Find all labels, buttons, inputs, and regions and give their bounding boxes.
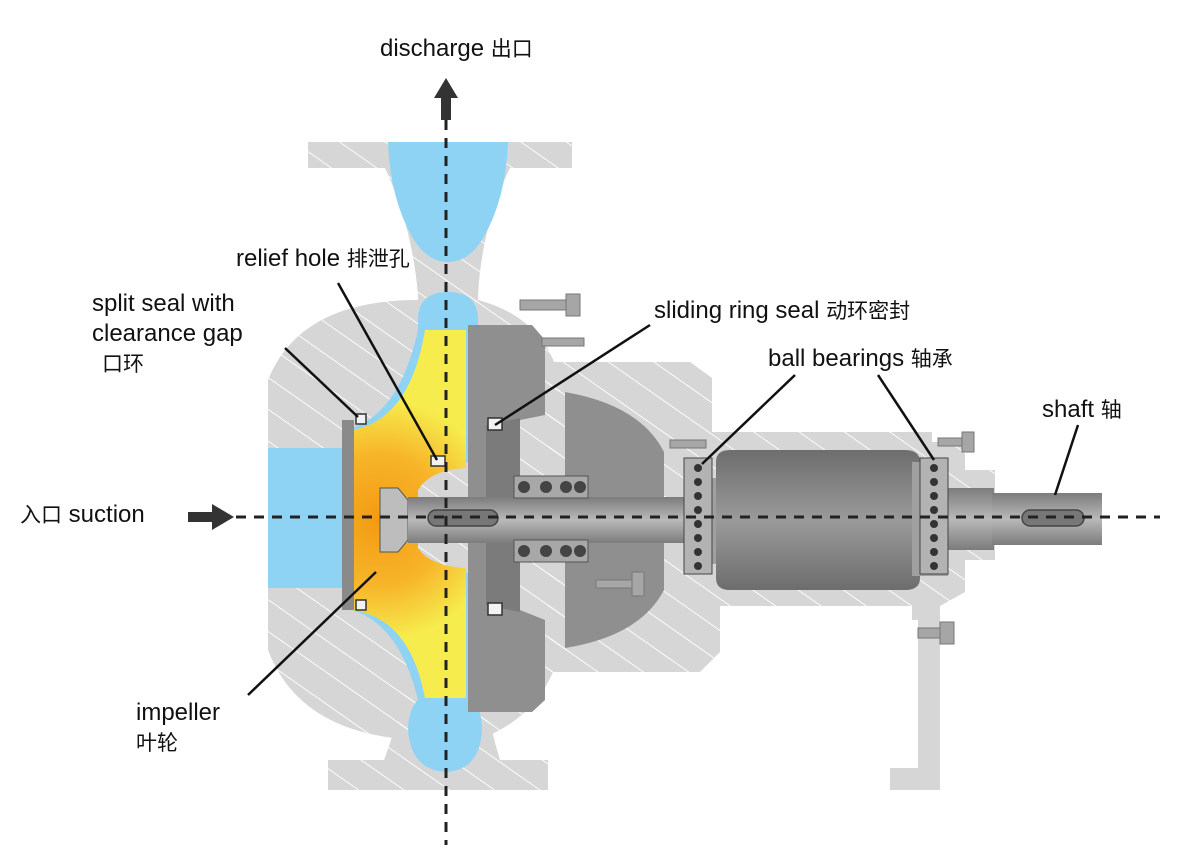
suction-label-cn: 入口 [20, 503, 62, 527]
relief-hole-label: relief hole 排泄孔 [236, 244, 410, 274]
shaft-label-en: shaft [1042, 396, 1095, 423]
sliding-ring-seal-label-en: sliding ring seal [654, 297, 820, 324]
bearing-inboard [513, 475, 589, 563]
bolts [519, 293, 975, 645]
shaft-label-cn: 轴 [1100, 398, 1122, 422]
relief-hole-label-en: relief hole [236, 245, 341, 272]
split-seal-label-cn: 口环 [102, 352, 144, 376]
ball-bearings-label: ball bearings 轴承 [768, 344, 953, 374]
impeller-label: impeller 叶轮 [136, 698, 220, 758]
suction-label: 入口 suction [20, 500, 145, 530]
discharge-label-en: discharge [380, 35, 485, 62]
relief-hole-label-cn: 排泄孔 [346, 247, 410, 271]
discharge-arrow [434, 78, 458, 120]
ball-bearings-label-en: ball bearings [768, 345, 905, 372]
shaft-label: shaft 轴 [1042, 395, 1122, 425]
sliding-ring-seal-label-cn: 动环密封 [826, 299, 911, 323]
discharge-label: discharge 出口 [380, 34, 533, 64]
leader-lines [247, 282, 1080, 696]
impeller-label-en: impeller [136, 699, 221, 726]
impeller-label-cn: 叶轮 [136, 731, 178, 755]
split-seal-label: split seal with clearance gap 口环 [92, 289, 243, 379]
suction-arrow [188, 504, 234, 530]
split-seal-label-line1: split seal with [92, 290, 235, 317]
sliding-ring-seal-label: sliding ring seal 动环密封 [654, 296, 910, 326]
discharge-label-cn: 出口 [490, 37, 533, 61]
ball-bearings-label-cn: 轴承 [910, 347, 953, 371]
suction-label-en: suction [68, 501, 145, 528]
split-seal-label-line2: clearance gap [92, 320, 243, 347]
